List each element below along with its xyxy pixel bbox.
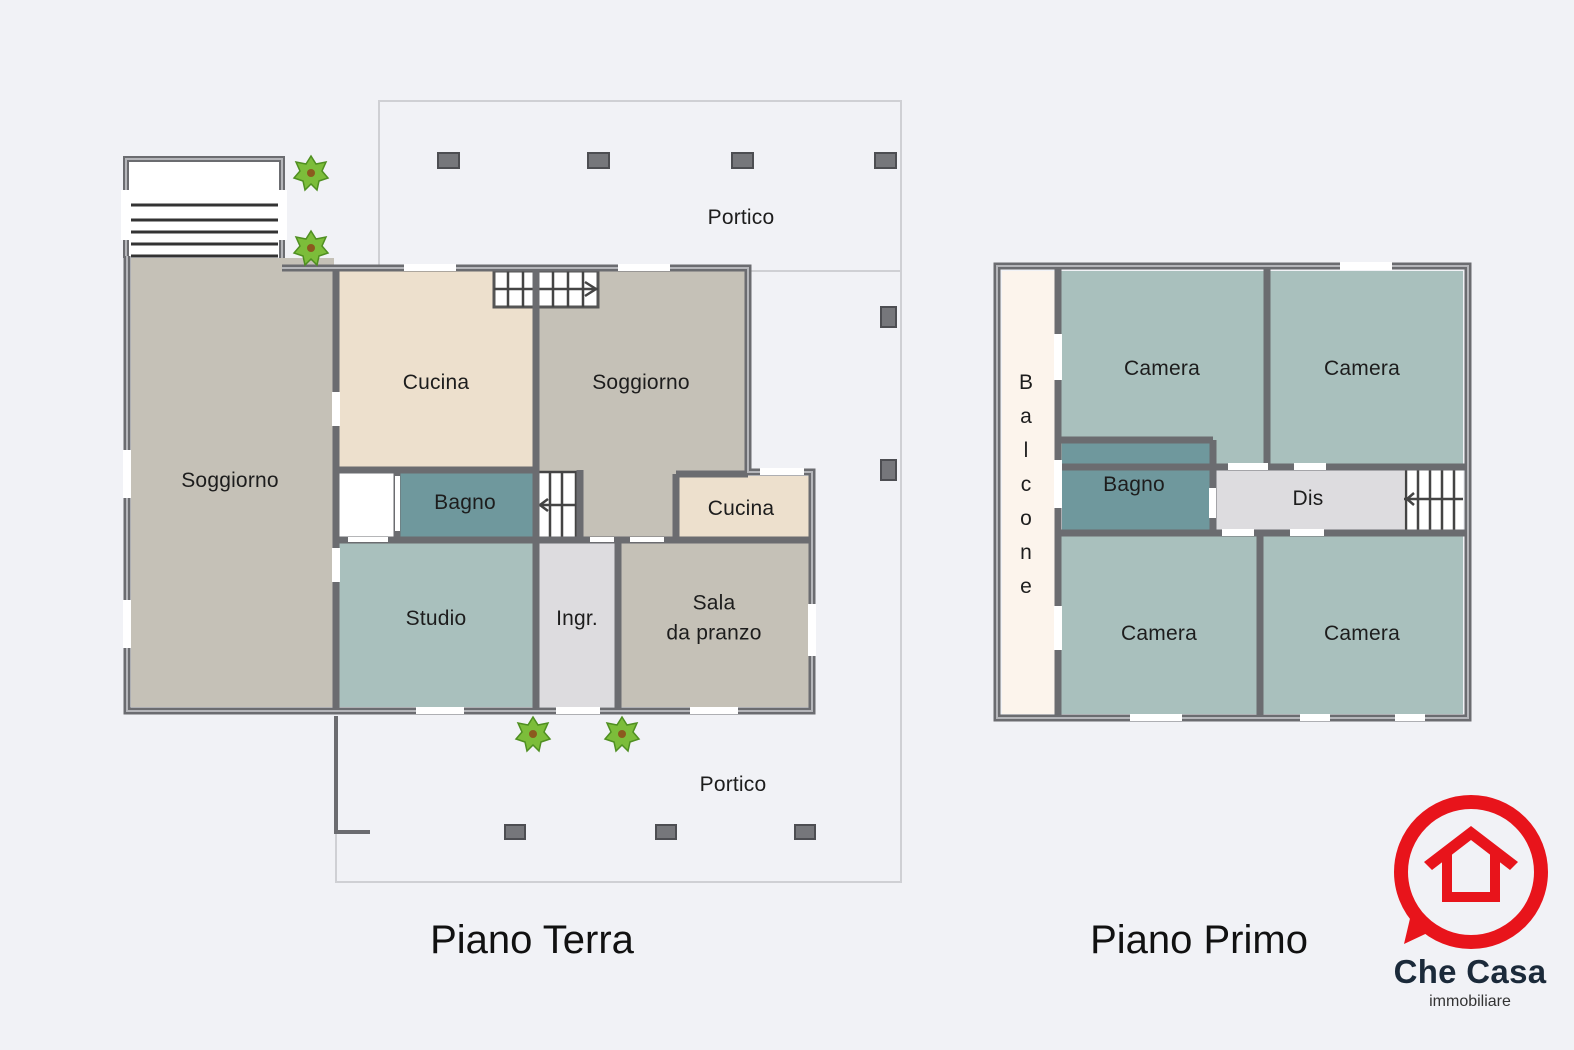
ground-floor-windows [123, 264, 816, 714]
logo-name: Che Casa [1393, 953, 1547, 990]
room-camera-tl [1060, 271, 1265, 465]
room-camera-bl [1060, 535, 1258, 714]
room-sala-pranzo [620, 542, 809, 707]
room-soggiorno-left [131, 258, 334, 707]
first-floor-title: Piano Primo [1090, 918, 1308, 962]
exterior-stairs [121, 156, 287, 268]
balcone-letter: a [1020, 405, 1032, 428]
ground-floor-title: Piano Terra [430, 918, 634, 962]
porch-wall-stub [334, 716, 370, 834]
label-ingresso: Ingr. [556, 606, 598, 630]
label-porch-top: Portico [707, 205, 775, 229]
label-cucina-small: Cucina [707, 496, 775, 520]
room-bagno-first [1062, 442, 1211, 530]
balcone-letter: e [1020, 575, 1032, 598]
label-soggiorno-right: Soggiorno [592, 370, 690, 394]
label-bagno-first: Bagno [1103, 472, 1165, 496]
first-floor-stairs [1404, 469, 1463, 531]
label-cucina-main: Cucina [402, 370, 470, 394]
room-ingresso [538, 542, 616, 707]
label-porch-bottom: Portico [699, 772, 767, 796]
plants [292, 154, 641, 753]
room-cucina-small [678, 476, 809, 537]
label-camera-tr: Camera [1324, 356, 1400, 380]
plant-icon [292, 154, 330, 192]
balcone-letter: l [1023, 439, 1029, 462]
che-casa-logo-icon [1394, 795, 1548, 949]
room-camera-tr [1269, 271, 1463, 465]
label-sala-pranzo: Sala da pranzo [666, 591, 762, 645]
porch-top-outline [378, 100, 902, 272]
room-bagno [399, 472, 534, 538]
label-camera-bl: Camera [1121, 621, 1197, 645]
balcone-letter: B [1018, 371, 1034, 394]
logo-subtitle: immobiliare [1429, 993, 1511, 1010]
balcone-letter: o [1020, 507, 1032, 530]
first-floor-windows [1054, 262, 1425, 721]
label-balcone-vertical: B a l c o n e [1019, 366, 1033, 604]
room-camera-br [1263, 535, 1463, 714]
label-camera-br: Camera [1324, 621, 1400, 645]
label-camera-tl: Camera [1124, 356, 1200, 380]
label-studio: Studio [405, 606, 467, 630]
balcone-letter: n [1020, 541, 1032, 564]
room-studio [338, 542, 534, 707]
plant-icon [514, 715, 552, 753]
label-soggiorno-left: Soggiorno [181, 468, 279, 492]
plant-icon [292, 229, 330, 267]
plant-icon [603, 715, 641, 753]
room-closet [338, 472, 395, 538]
interior-stairs-top [492, 269, 600, 309]
label-dis: Dis [1292, 486, 1324, 510]
label-bagno: Bagno [434, 490, 496, 514]
porch-pillars [437, 152, 897, 840]
room-balcone [1002, 271, 1055, 714]
balcone-letter: c [1020, 473, 1032, 496]
ground-floor-plan [121, 100, 902, 883]
interior-stairs-middle [537, 470, 578, 538]
first-floor-plan [993, 262, 1472, 722]
